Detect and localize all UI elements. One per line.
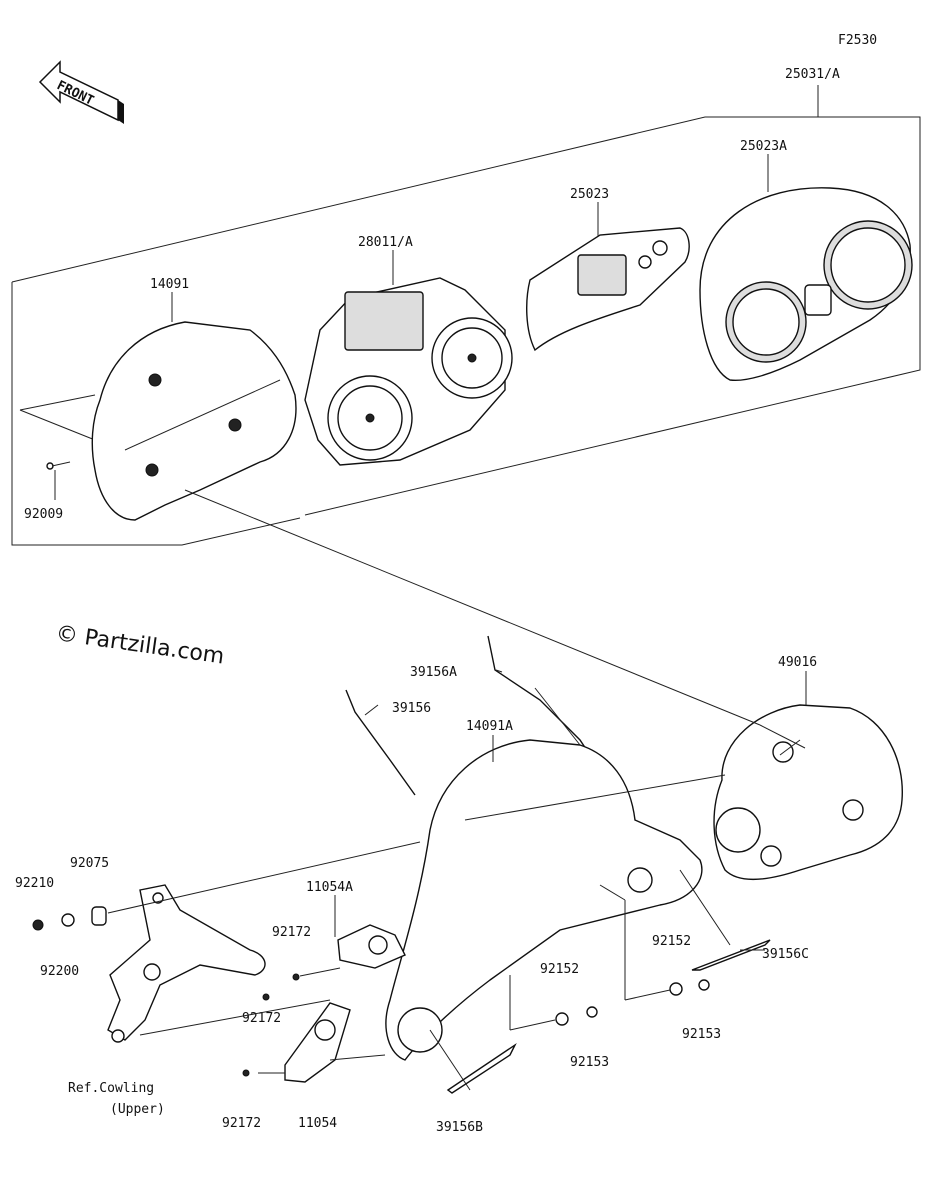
callout-bolt-3: 92172 (222, 1116, 261, 1131)
screw-upper (46, 461, 71, 500)
meter-panel (526, 227, 690, 352)
strip-a (487, 635, 591, 756)
bolt-1 (292, 973, 300, 981)
collar (91, 906, 107, 926)
callout-washer-2: 92152 (652, 934, 691, 949)
washer-1 (555, 1012, 569, 1026)
callout-bolt-1: 92172 (272, 925, 311, 940)
screw-1 (586, 1006, 598, 1018)
meter-case-rear (91, 321, 297, 521)
callout-assembly: 25031/A (785, 67, 840, 82)
strip-c (691, 939, 771, 971)
callout-screw-1: 92153 (570, 1055, 609, 1070)
callout-washer-1: 92152 (540, 962, 579, 977)
callout-strip-a: 39156A (410, 665, 457, 680)
callout-nut: 92210 (15, 876, 54, 891)
screw-2 (698, 979, 710, 991)
ref-cowling-sub: (Upper) (110, 1102, 165, 1117)
meter-unit (304, 277, 513, 466)
front-arrow-icon: FRONT (38, 60, 124, 124)
strip-b (446, 1042, 517, 1094)
ref-cowling-label: Ref.Cowling (68, 1081, 154, 1096)
callout-case-front: 14091A (466, 719, 513, 734)
bolt-3 (242, 1069, 250, 1077)
callout-collar: 92075 (70, 856, 109, 871)
callout-cover: 25023A (740, 139, 787, 154)
watermark: © Partzilla.com (54, 621, 226, 669)
bracket (284, 1002, 351, 1083)
callout-strip: 39156 (392, 701, 431, 716)
callout-bolt-2: 92172 (242, 1011, 281, 1026)
callout-meter: 28011/A (358, 235, 413, 250)
washer-2 (669, 982, 683, 996)
bolt-2 (262, 993, 270, 1001)
callout-bracket: 11054 (298, 1116, 337, 1131)
callout-case-rear: 14091 (150, 277, 189, 292)
nut (32, 919, 44, 931)
holder-plate (713, 704, 903, 881)
bracket-a (337, 924, 406, 969)
leader-lines (107, 489, 806, 1091)
callout-strip-b: 39156B (436, 1120, 483, 1135)
callout-screw-upper: 92009 (24, 507, 63, 522)
callout-screw-2: 92153 (682, 1027, 721, 1042)
callout-bracket-a: 11054A (306, 880, 353, 895)
meter-case-front (385, 739, 703, 1061)
callout-strip-c: 39156C (762, 947, 809, 962)
strip (345, 689, 416, 796)
callout-washer: 92200 (40, 964, 79, 979)
figure-id: F2530 (838, 33, 877, 48)
assembly-boundary (11, 85, 921, 546)
callout-holder: 49016 (778, 655, 817, 670)
washer-large (61, 913, 75, 927)
mount-plate (107, 884, 266, 1043)
meter-cover (699, 187, 913, 382)
callout-panel: 25023 (570, 187, 609, 202)
